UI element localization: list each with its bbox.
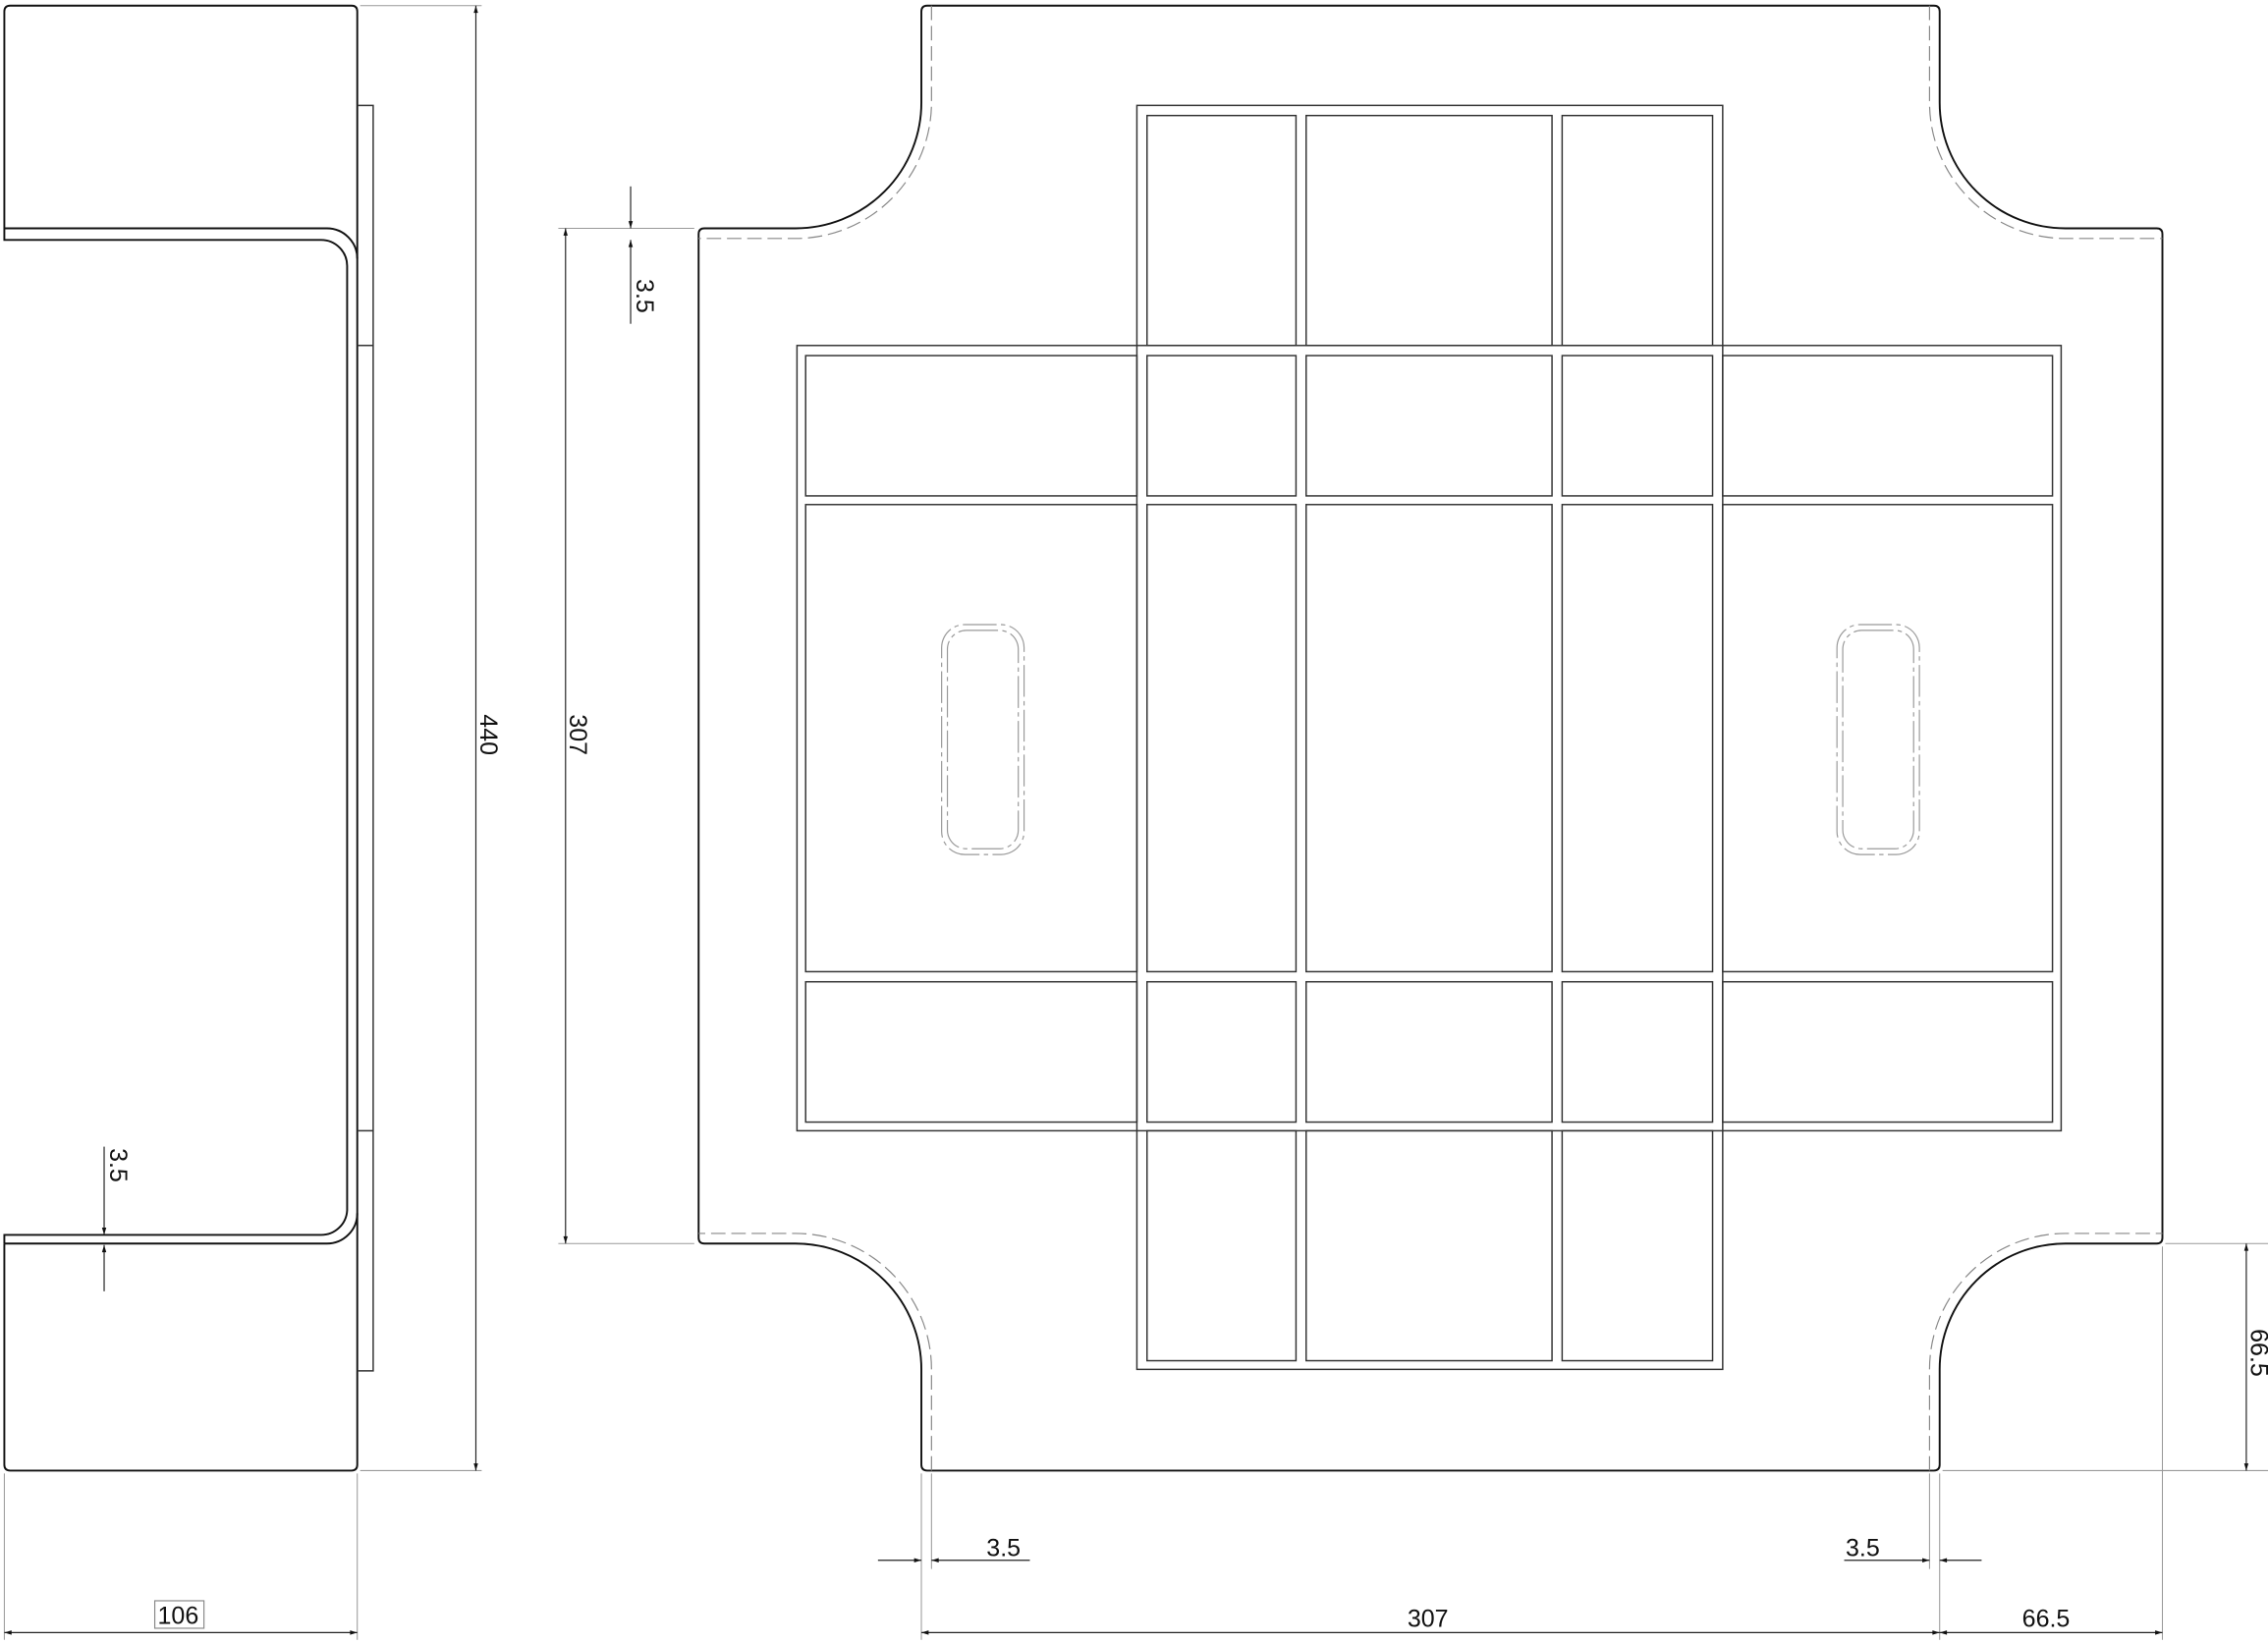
side-channel-outer (4, 227, 359, 1245)
grid-cell (1561, 114, 1714, 347)
grid-cells (804, 114, 2054, 1362)
grid-cell (1305, 980, 1553, 1123)
side-top-panel (3, 4, 359, 259)
side-bottom-panel (3, 1213, 359, 1472)
dimension-307-horizontal: 307 (921, 1605, 1940, 1635)
dimension-106: 106 (3, 1473, 359, 1640)
grid-cell (1561, 504, 1714, 973)
dimension-label: 106 (158, 1603, 199, 1630)
dimension-flange-thickness: 3.5 (101, 1146, 132, 1291)
dimension-307-vertical: 307 (558, 227, 694, 1244)
grid-cell (1305, 355, 1553, 497)
grid-cell (1305, 114, 1553, 347)
grid-frame (796, 104, 2063, 1371)
plan-outline (697, 4, 2164, 1472)
grid-cell (1722, 504, 2054, 973)
grid-cell (804, 980, 1138, 1123)
grid-cell (1146, 504, 1298, 973)
dimension-right-offset: 3.5 (1844, 1534, 1982, 1562)
grid-cell (1146, 355, 1298, 497)
grid-cell (1722, 980, 2054, 1123)
dimension-label: 66.5 (2244, 1329, 2268, 1377)
dimension-label: 307 (1408, 1605, 1449, 1632)
side-strip (357, 104, 374, 1372)
side-channel-inner (3, 228, 349, 1244)
dimension-top-thickness: 3.5 (628, 186, 658, 324)
dimension-label: 440 (474, 714, 502, 755)
dimension-66.5-vertical: 66.5 (1942, 1242, 2268, 1471)
dimension-left-offset: 3.5 (877, 1534, 1030, 1562)
side-view: 440 106 3.5 (3, 4, 502, 1640)
grid-cell (804, 504, 1138, 973)
dimension-label: 3.5 (631, 279, 658, 313)
grid-cell (1146, 114, 1298, 347)
dimension-440: 440 (360, 5, 502, 1471)
dimension-label: 307 (564, 714, 591, 755)
dimension-label: 3.5 (1846, 1534, 1880, 1562)
dimension-label: 3.5 (104, 1148, 132, 1182)
slot-left (941, 624, 1025, 855)
grid-cell (1305, 504, 1553, 973)
bend-lines (698, 5, 2163, 1471)
grid-cell (1722, 355, 2054, 497)
grid-cell (1561, 1129, 1714, 1362)
grid-cell (1146, 1129, 1298, 1362)
plan-view: 307 3.5 66.5 3.5 3.5 3 (558, 4, 2268, 1640)
dimension-label: 3.5 (986, 1534, 1021, 1562)
grid-cell (1561, 980, 1714, 1123)
grid-cell (804, 355, 1138, 497)
grid-cell (1305, 1129, 1553, 1362)
slot-right (1836, 624, 1920, 855)
dimension-label: 66.5 (2022, 1605, 2071, 1632)
grid-cell (1561, 355, 1714, 497)
grid-cell (1146, 980, 1298, 1123)
dimension-66.5-horizontal: 66.5 (1939, 1605, 2163, 1635)
